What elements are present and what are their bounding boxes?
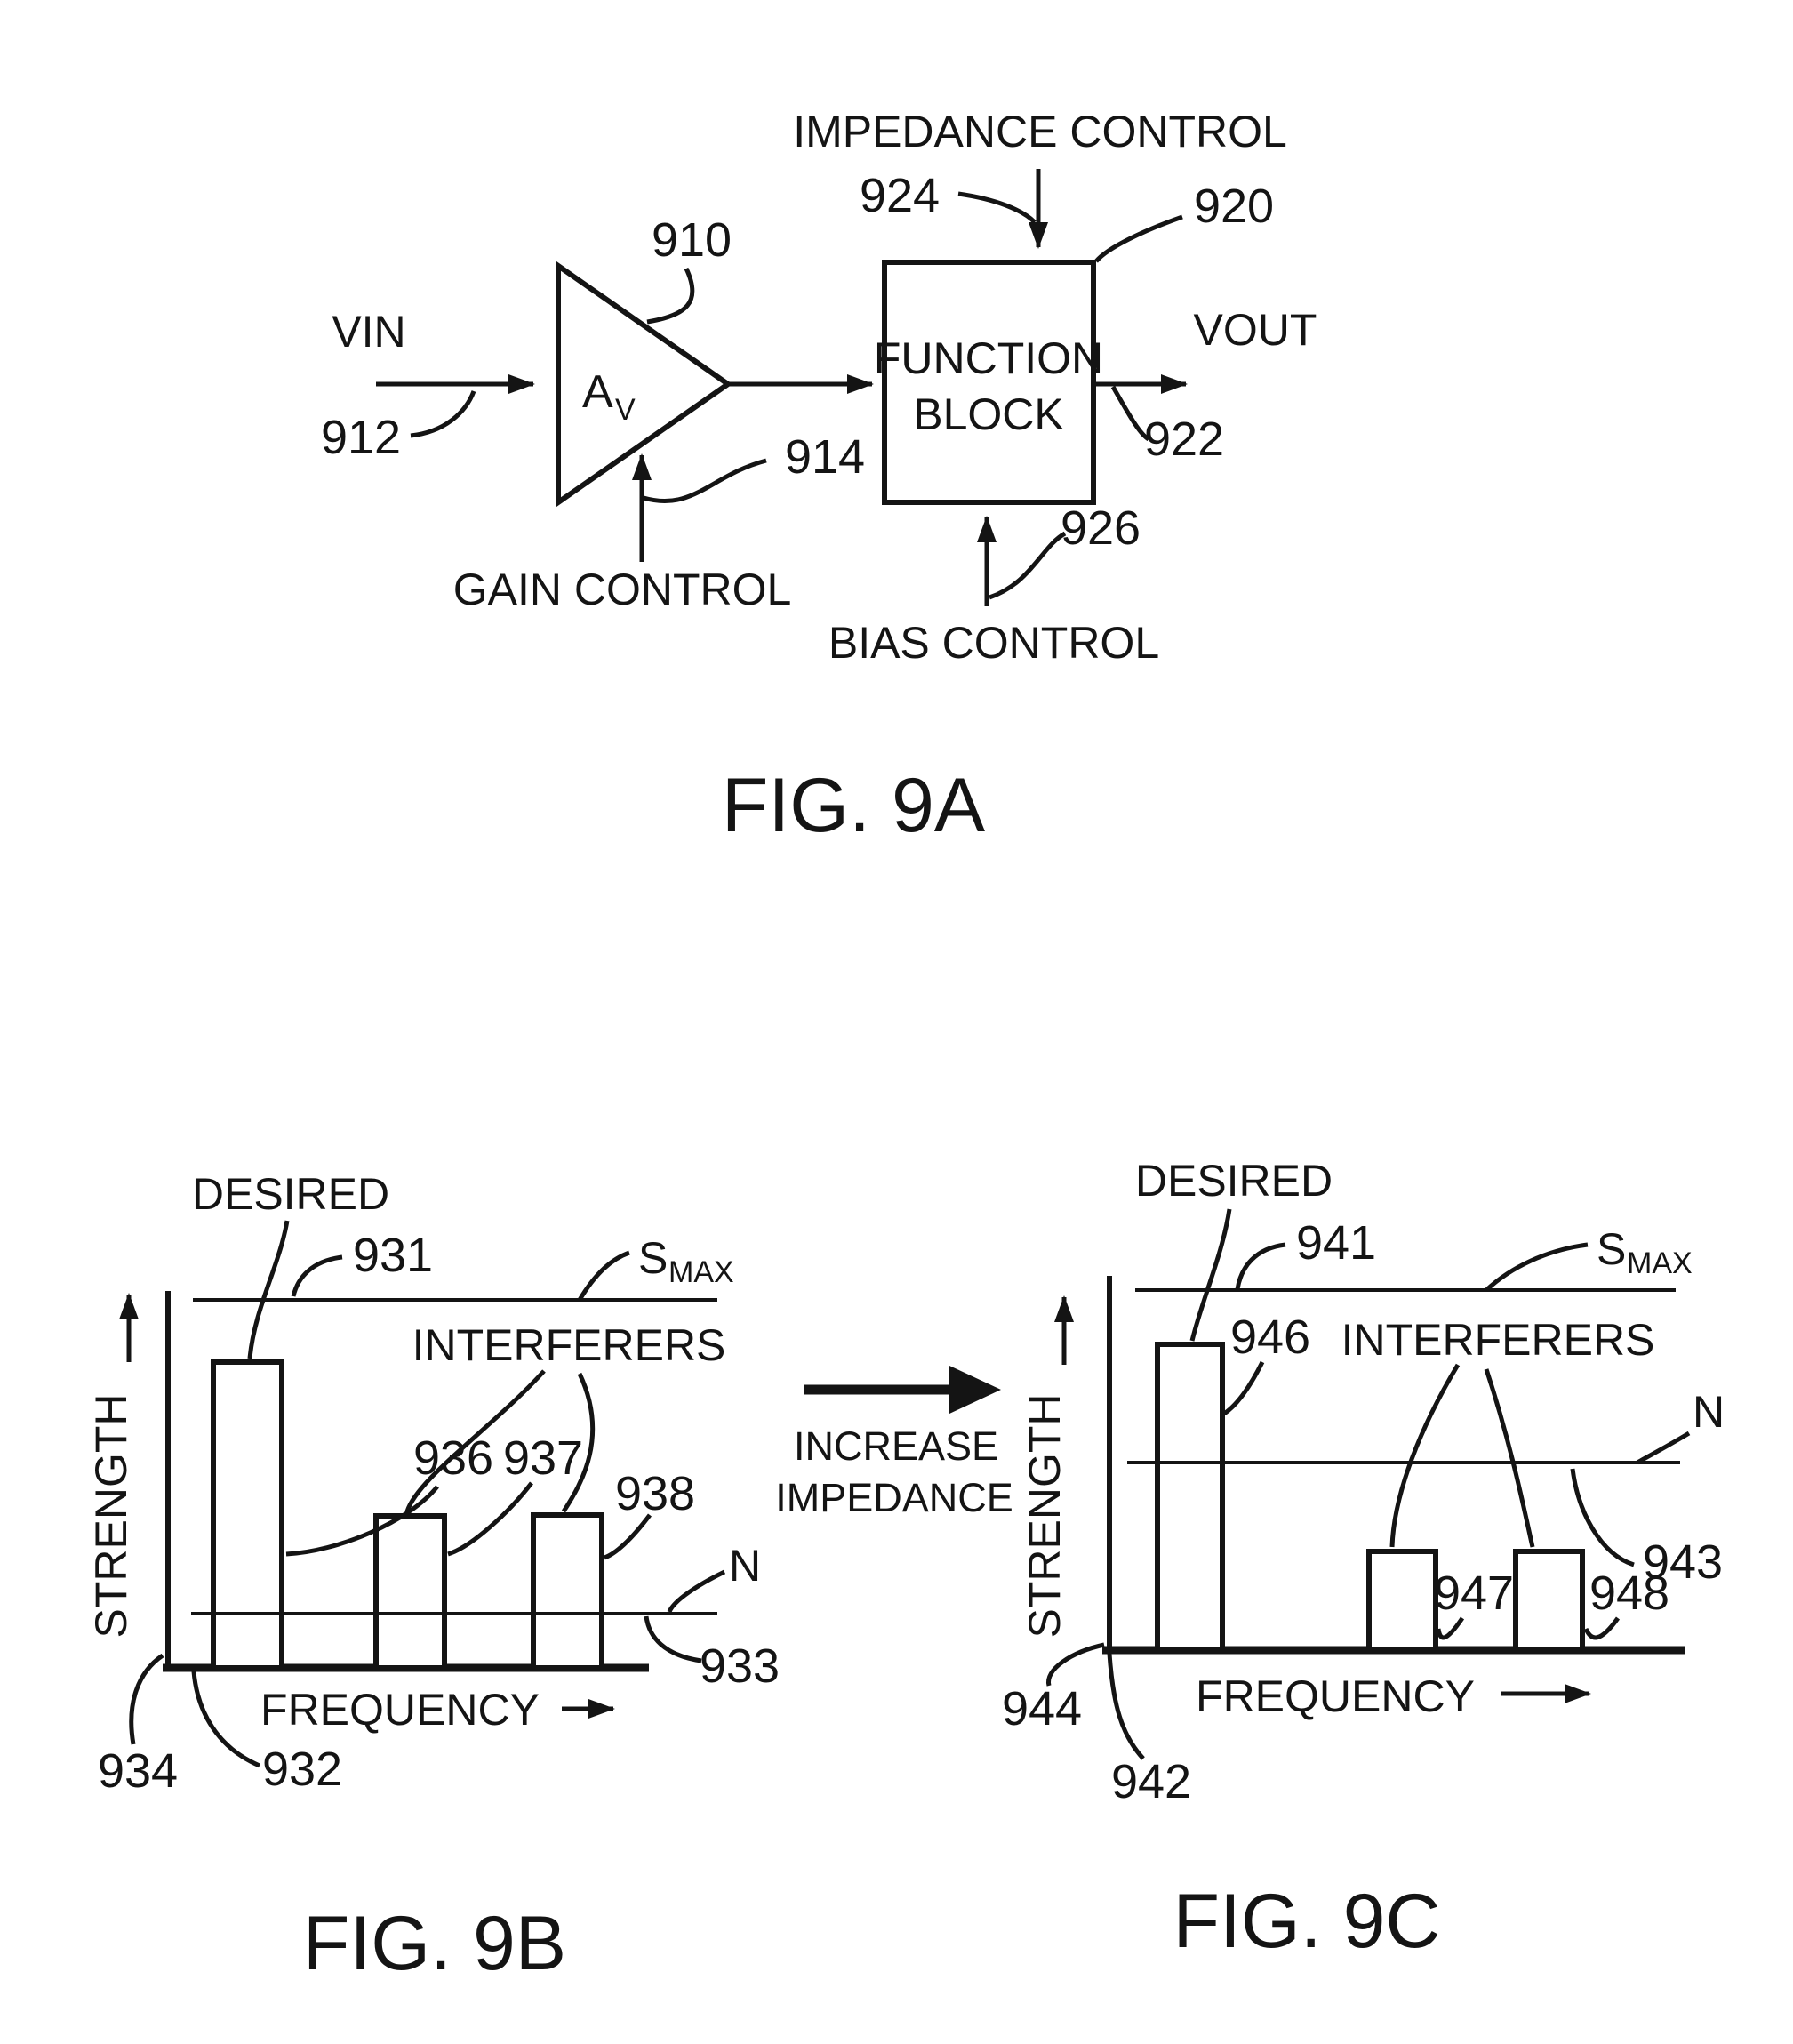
fig9b-ref-932: 932 <box>262 1743 342 1796</box>
fig9c-interferer-bar-2 <box>1513 1549 1585 1653</box>
fig9c-leader-noise <box>1636 1431 1691 1465</box>
fig9a-diagram: IMPEDANCE CONTROL 924 920 VIN 912 A V 91… <box>321 107 1317 848</box>
fig9c-leader-interferers-right <box>1484 1368 1535 1548</box>
gain-control-label: GAIN CONTROL <box>453 565 792 614</box>
ref-922: 922 <box>1144 413 1224 466</box>
fig9b-leader-938 <box>604 1513 652 1560</box>
fig9b-leader-interferers-right <box>561 1372 596 1513</box>
fig9c-desired-label: DESIRED <box>1135 1156 1333 1206</box>
fig9b-leader-noise <box>667 1569 726 1614</box>
fig9b-frequency-label: FREQUENCY <box>260 1685 540 1735</box>
transition-line1: INCREASE <box>794 1423 998 1469</box>
ref-912: 912 <box>321 411 401 464</box>
fig9c-leader-946 <box>1222 1360 1265 1416</box>
ref-920: 920 <box>1194 180 1274 233</box>
ref-926: 926 <box>1061 501 1141 555</box>
fig9b-leader-desired <box>247 1220 290 1359</box>
leader-910 <box>646 267 695 325</box>
amp-gain-main: A <box>582 366 613 418</box>
fig9c-smax-main: S <box>1597 1224 1626 1274</box>
fig9c-ref-947: 947 <box>1434 1567 1514 1620</box>
fig9b-ref-933: 933 <box>700 1639 780 1693</box>
fig9c-leader-943 <box>1570 1468 1635 1567</box>
leader-922 <box>1110 385 1150 442</box>
vin-label: VIN <box>332 307 405 357</box>
fig9b-leader-932 <box>191 1671 260 1768</box>
fig9b-leader-smax <box>577 1250 630 1302</box>
fig9b-smax-main: S <box>638 1233 668 1283</box>
ref-910: 910 <box>652 213 732 267</box>
function-block-line1: FUNCTION <box>874 333 1103 383</box>
ref-924: 924 <box>860 169 940 222</box>
fig9b-leader-936 <box>285 1485 439 1557</box>
fig9b-ref-936: 936 <box>413 1431 493 1485</box>
bias-control-label: BIAS CONTROL <box>828 618 1159 668</box>
fig9c-chart: STRENGTH S MAX DESIRED 941 946 INTERFERE… <box>1002 1156 1725 1964</box>
fig9b-desired-label: DESIRED <box>192 1169 389 1219</box>
fig9c-interferers-label: INTERFERERS <box>1341 1315 1655 1365</box>
fig9c-ref-942: 942 <box>1111 1755 1191 1808</box>
fig9c-strength-label: STRENGTH <box>1020 1394 1069 1639</box>
fig9b-interferer-bar-1 <box>373 1513 447 1671</box>
fig9b-caption: FIG. 9B <box>303 1901 566 1986</box>
fig9b-leader-interferers-left <box>404 1369 546 1512</box>
fig9b-interferers-label: INTERFERERS <box>412 1320 726 1370</box>
increase-impedance-arrowhead <box>949 1366 1001 1414</box>
ref-914: 914 <box>785 430 865 484</box>
fig9c-ref-946: 946 <box>1230 1311 1310 1364</box>
fig9c-ref-948: 948 <box>1589 1567 1669 1620</box>
fig9b-desired-bar <box>211 1359 284 1671</box>
fig9c-smax-sub: MAX <box>1627 1246 1693 1280</box>
fig9c-ref-943: 943 <box>1643 1535 1723 1589</box>
fig9c-leader-942 <box>1107 1653 1145 1760</box>
fig9c-leader-944 <box>1046 1642 1105 1687</box>
fig9c-leader-desired <box>1189 1208 1232 1342</box>
amp-gain-sub: V <box>615 393 636 427</box>
fig9b-chart: STRENGTH S MAX DESIRED 931 INTERFERERS 9… <box>86 1169 780 1986</box>
fig9b-strength-label: STRENGTH <box>86 1394 136 1639</box>
fig9b-ref-931: 931 <box>353 1229 433 1282</box>
fig9c-ref-941: 941 <box>1296 1216 1376 1270</box>
fig9c-caption: FIG. 9C <box>1173 1879 1440 1964</box>
fig9b-leader-934 <box>129 1653 164 1745</box>
leader-924 <box>957 191 1037 224</box>
impedance-control-label: IMPEDANCE CONTROL <box>793 107 1287 156</box>
transition-group: INCREASE IMPEDANCE <box>775 1366 1013 1520</box>
fig9b-interferer-bar-2 <box>531 1512 604 1671</box>
fig9b-leader-937 <box>447 1481 533 1557</box>
fig9b-leader-933 <box>644 1615 702 1663</box>
leader-920 <box>1094 214 1183 263</box>
fig9c-ref-944: 944 <box>1002 1682 1082 1735</box>
leader-914 <box>643 458 767 504</box>
fig9b-leader-931 <box>291 1254 343 1297</box>
fig9c-desired-bar <box>1155 1342 1225 1653</box>
transition-line2: IMPEDANCE <box>775 1475 1013 1520</box>
fig9c-leader-941 <box>1235 1242 1286 1290</box>
fig9c-leader-interferers-left <box>1389 1363 1461 1548</box>
fig9c-leader-948 <box>1583 1616 1621 1640</box>
fig9b-ref-938: 938 <box>615 1467 695 1520</box>
fig9b-noise-label: N <box>729 1541 761 1591</box>
fig9c-noise-label: N <box>1693 1387 1725 1437</box>
fig9b-smax-sub: MAX <box>668 1255 734 1289</box>
function-block-line2: BLOCK <box>913 389 1064 439</box>
fig9a-caption: FIG. 9A <box>722 763 986 848</box>
fig9c-leader-smax <box>1485 1242 1589 1292</box>
fig9b-ref-937: 937 <box>503 1431 583 1485</box>
fig9b-ref-934: 934 <box>98 1744 178 1798</box>
leader-912 <box>410 390 476 438</box>
fig9c-leader-947 <box>1436 1616 1465 1640</box>
amplifier-triangle <box>556 261 733 508</box>
vout-label: VOUT <box>1194 305 1317 355</box>
fig9c-interferer-bar-1 <box>1366 1549 1438 1653</box>
leader-926 <box>989 531 1067 600</box>
fig9c-frequency-label: FREQUENCY <box>1196 1671 1475 1721</box>
